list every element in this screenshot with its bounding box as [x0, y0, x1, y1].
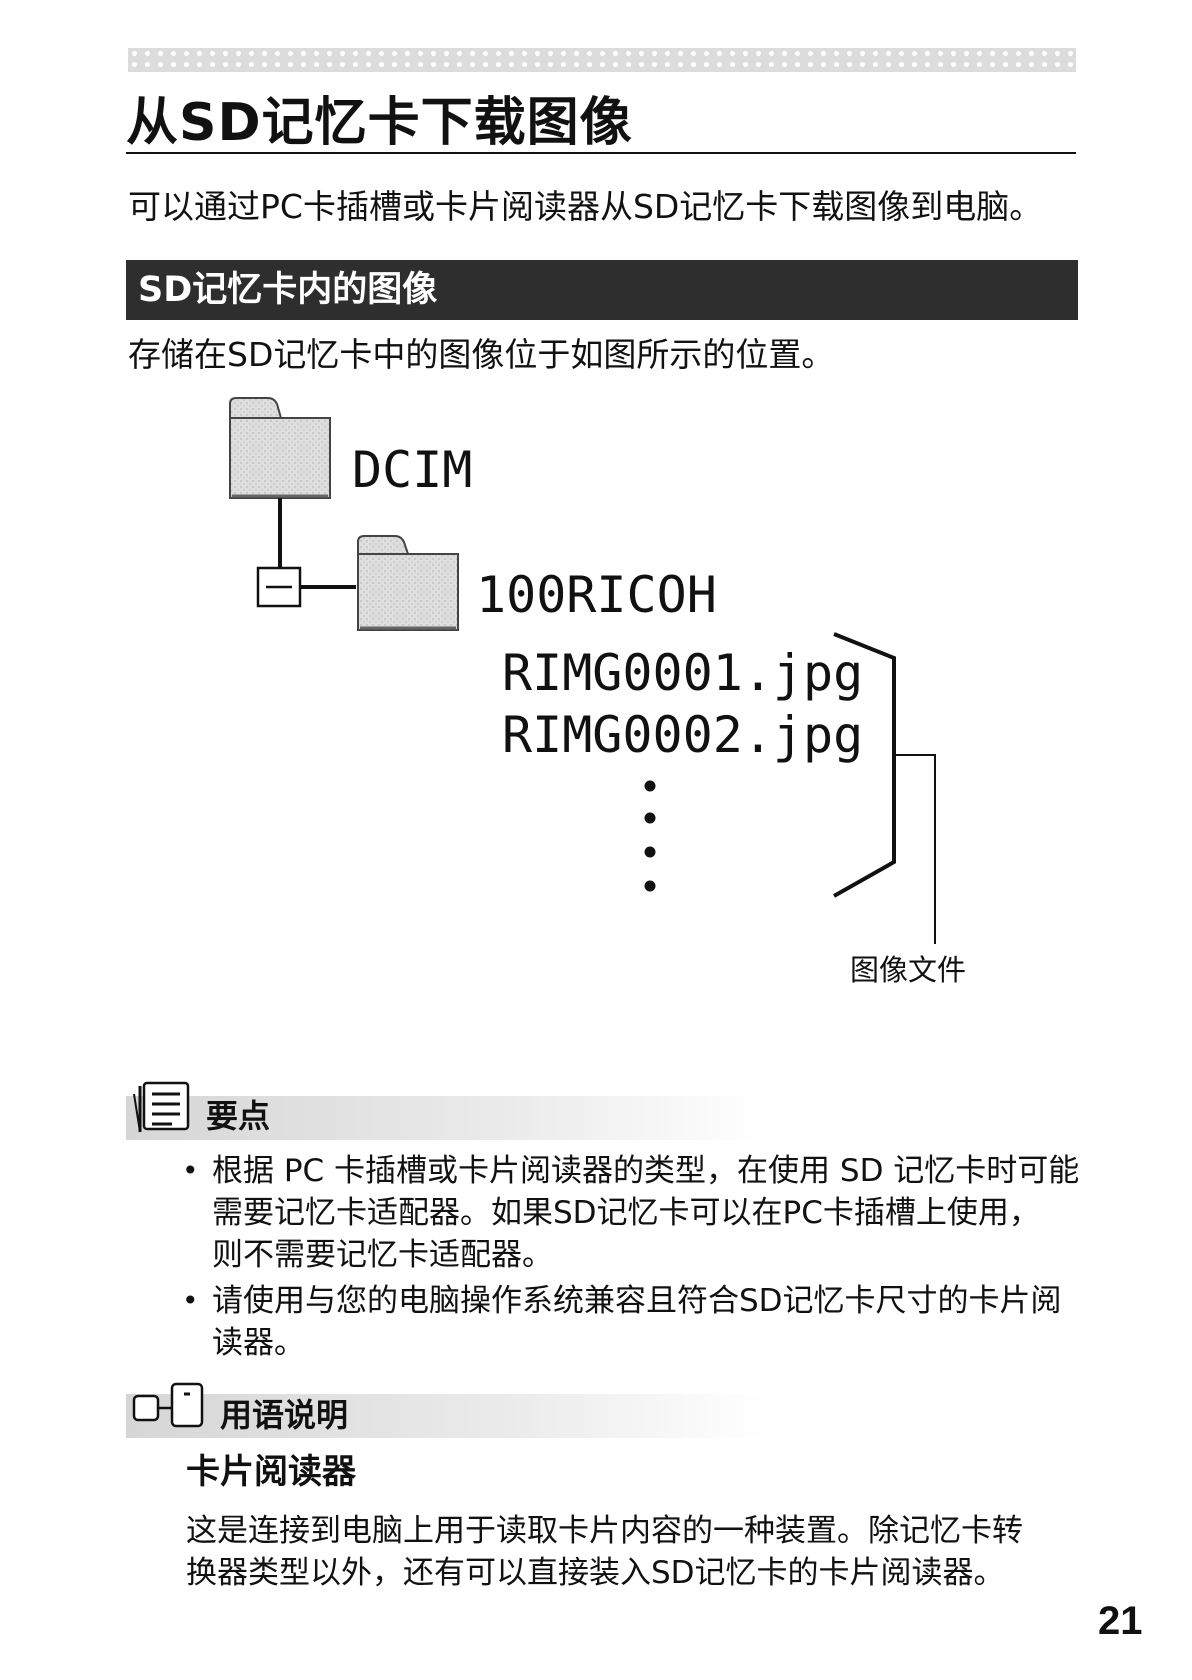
term-definition-line-2: 换器类型以外，还有可以直接装入SD记忆卡的卡片阅读器。: [186, 1555, 1005, 1591]
tips-header-bar: [126, 1096, 766, 1140]
tip-2-line-1: 请使用与您的电脑操作系统兼容且符合SD记忆卡尺寸的卡片阅: [212, 1283, 1062, 1319]
callout-leader-line: [894, 754, 936, 944]
tip-1-line-2: 需要记忆卡适配器。如果SD记忆卡可以在PC卡插槽上使用，: [212, 1195, 1040, 1231]
bullet-icon: •: [182, 1154, 199, 1187]
100ricoh-folder-label: 100RICOH: [476, 566, 717, 624]
term-title: 卡片阅读器: [186, 1452, 356, 1492]
tip-1-line-3: 则不需要记忆卡适配器。: [212, 1237, 553, 1273]
file-group-bracket: [833, 632, 896, 898]
glossary-label: 用语说明: [220, 1396, 349, 1434]
ellipsis-dot: [644, 846, 656, 858]
file-name-1: RIMG0001.jpg: [502, 644, 863, 702]
100ricoh-folder-icon: [357, 535, 459, 631]
glossary-header-bar: [126, 1394, 766, 1438]
folder-tree-diagram: DCIM 100RICOH RIMG0001.jpg RIMG0002.jpg …: [229, 397, 966, 987]
dcim-folder-label: DCIM: [352, 441, 472, 499]
tips-label: 要点: [206, 1097, 271, 1135]
dcim-folder-icon: [229, 397, 331, 499]
ellipsis-dot: [644, 812, 656, 824]
page-title: 从SD记忆卡下载图像: [126, 93, 633, 153]
decorative-top-band: [128, 48, 1076, 72]
ellipsis-dot: [644, 880, 656, 892]
term-definition-line-1: 这是连接到电脑上用于读取卡片内容的一种装置。除记忆卡转: [186, 1513, 1023, 1549]
section-description: 存储在SD记忆卡中的图像位于如图所示的位置。: [128, 335, 835, 374]
notepad-icon: [133, 1081, 190, 1133]
section-header-bar: [126, 260, 1078, 320]
file-name-2: RIMG0002.jpg: [502, 706, 863, 764]
section-title: SD记忆卡内的图像: [138, 270, 438, 310]
ellipsis-dot: [644, 780, 656, 792]
intro-text: 可以通过PC卡插槽或卡片阅读器从SD记忆卡下载图像到电脑。: [128, 187, 1043, 226]
title-rule: [126, 152, 1076, 154]
tip-1-line-1: 根据 PC 卡插槽或卡片阅读器的类型，在使用 SD 记忆卡时可能: [212, 1153, 1080, 1189]
tip-2-line-2: 读器。: [212, 1325, 305, 1361]
image-files-label: 图像文件: [850, 953, 966, 987]
glossary-icon: [132, 1382, 204, 1428]
page-number: 21: [1098, 1599, 1143, 1643]
bullet-icon: •: [182, 1284, 199, 1317]
